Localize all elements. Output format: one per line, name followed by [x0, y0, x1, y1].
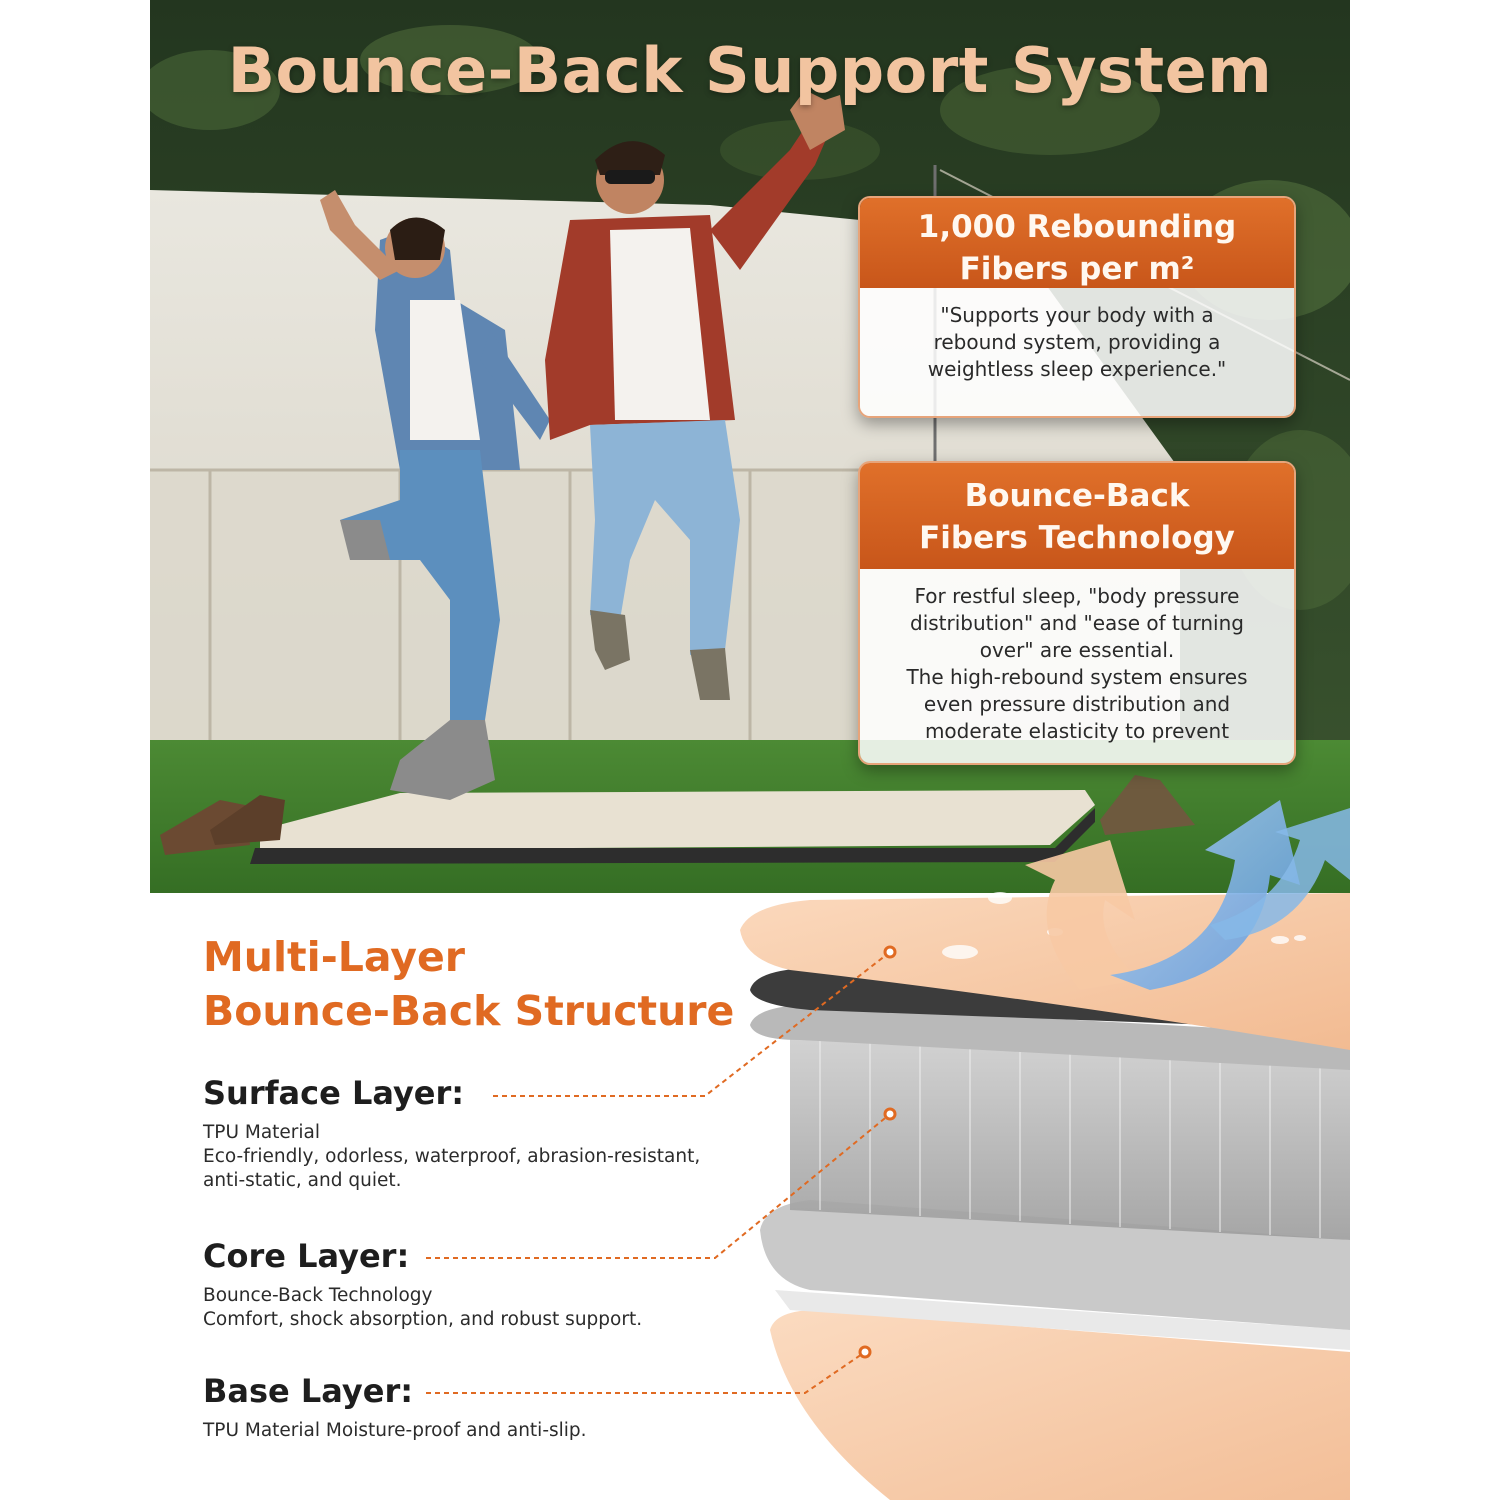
air-mattress-edge	[250, 808, 1095, 864]
base-layer-shadow	[775, 1290, 1350, 1350]
card-title-line: Bounce-Back	[964, 478, 1190, 514]
mattress-layers-diagram	[426, 800, 1350, 1500]
structure-title-line: Bounce-Back Structure	[203, 987, 735, 1035]
leader-lines	[426, 951, 891, 1394]
core-layer-name: Core Layer:	[203, 1237, 410, 1275]
base-layer-shape	[770, 1310, 1350, 1500]
base-layer-desc-line: TPU Material Moisture-proof and anti-sli…	[203, 1420, 587, 1441]
person-woman	[320, 190, 550, 800]
heat-release-arrow-peach	[1025, 840, 1140, 990]
core-layer-description: Bounce-Back Technology Comfort, shock ab…	[203, 1284, 763, 1332]
structure-title-line: Multi-Layer	[203, 933, 465, 981]
surface-layer-name: Surface Layer:	[203, 1074, 465, 1112]
lifestyle-photo: Bounce-Back Support System 1,000 Rebound…	[150, 0, 1350, 893]
card-body-line: "Supports your body with a	[940, 303, 1214, 327]
product-image-canvas: Bounce-Back Support System 1,000 Rebound…	[150, 0, 1350, 1500]
feature-card-bounce-back-technology: Bounce-Back Fibers Technology For restfu…	[858, 461, 1296, 765]
card-body: "Supports your body with a rebound syste…	[860, 288, 1294, 416]
card-title-line: Fibers per m²	[959, 251, 1195, 287]
card-body-line: over" are essential.	[979, 638, 1175, 662]
surface-layer-shape	[740, 893, 1350, 1050]
surface-layer-description: TPU Material Eco-friendly, odorless, wat…	[203, 1121, 763, 1193]
base-layer-description: TPU Material Moisture-proof and anti-sli…	[203, 1419, 763, 1443]
structure-title: Multi-Layer Bounce-Back Structure	[203, 930, 734, 1038]
card-title: 1,000 Rebounding Fibers per m²	[860, 198, 1294, 288]
card-body-line: moderate elasticity to prevent	[924, 719, 1230, 743]
base-layer-name: Base Layer:	[203, 1372, 414, 1410]
card-body-line: For restful sleep, "body pressure	[914, 584, 1240, 608]
card-title-line: 1,000 Rebounding	[917, 209, 1237, 245]
card-body-line: weightless sleep experience."	[927, 357, 1227, 381]
core-layer-top-mesh	[750, 1005, 1350, 1070]
card-body: For restful sleep, "body pressure distri…	[860, 569, 1294, 763]
card-title-line: Fibers Technology	[919, 520, 1235, 556]
card-body-line: distribution" and "ease of turning	[910, 611, 1244, 635]
surface-layer-desc-line: Eco-friendly, odorless, waterproof, abra…	[203, 1146, 701, 1167]
leader-dots	[858, 945, 897, 1359]
card-body-line: The high-rebound system ensures	[906, 665, 1248, 689]
air-mattress	[260, 790, 1095, 850]
headline: Bounce-Back Support System	[227, 34, 1273, 107]
card-title: Bounce-Back Fibers Technology	[860, 463, 1294, 569]
hiking-boots-right	[1100, 775, 1195, 835]
surface-layer-desc-line: anti-static, and quiet.	[203, 1170, 402, 1191]
core-layer-desc-line: Comfort, shock absorption, and robust su…	[203, 1309, 643, 1330]
water-droplets	[942, 892, 1306, 959]
surface-layer-desc-line: TPU Material	[203, 1122, 321, 1143]
hiking-boots-left	[160, 795, 285, 855]
person-man	[545, 90, 845, 700]
card-body-line: rebound system, providing a	[933, 330, 1221, 354]
airflow-arrow-blue-2	[1210, 808, 1350, 940]
airflow-arrow-blue	[1110, 800, 1300, 990]
core-layer-bottom-mesh	[760, 1200, 1350, 1330]
card-body-line: even pressure distribution and	[923, 692, 1231, 716]
feature-card-rebounding-fibers: 1,000 Rebounding Fibers per m² "Supports…	[858, 196, 1296, 418]
core-fiber-strands	[819, 1035, 1321, 1238]
core-layer-desc-line: Bounce-Back Technology	[203, 1285, 433, 1306]
